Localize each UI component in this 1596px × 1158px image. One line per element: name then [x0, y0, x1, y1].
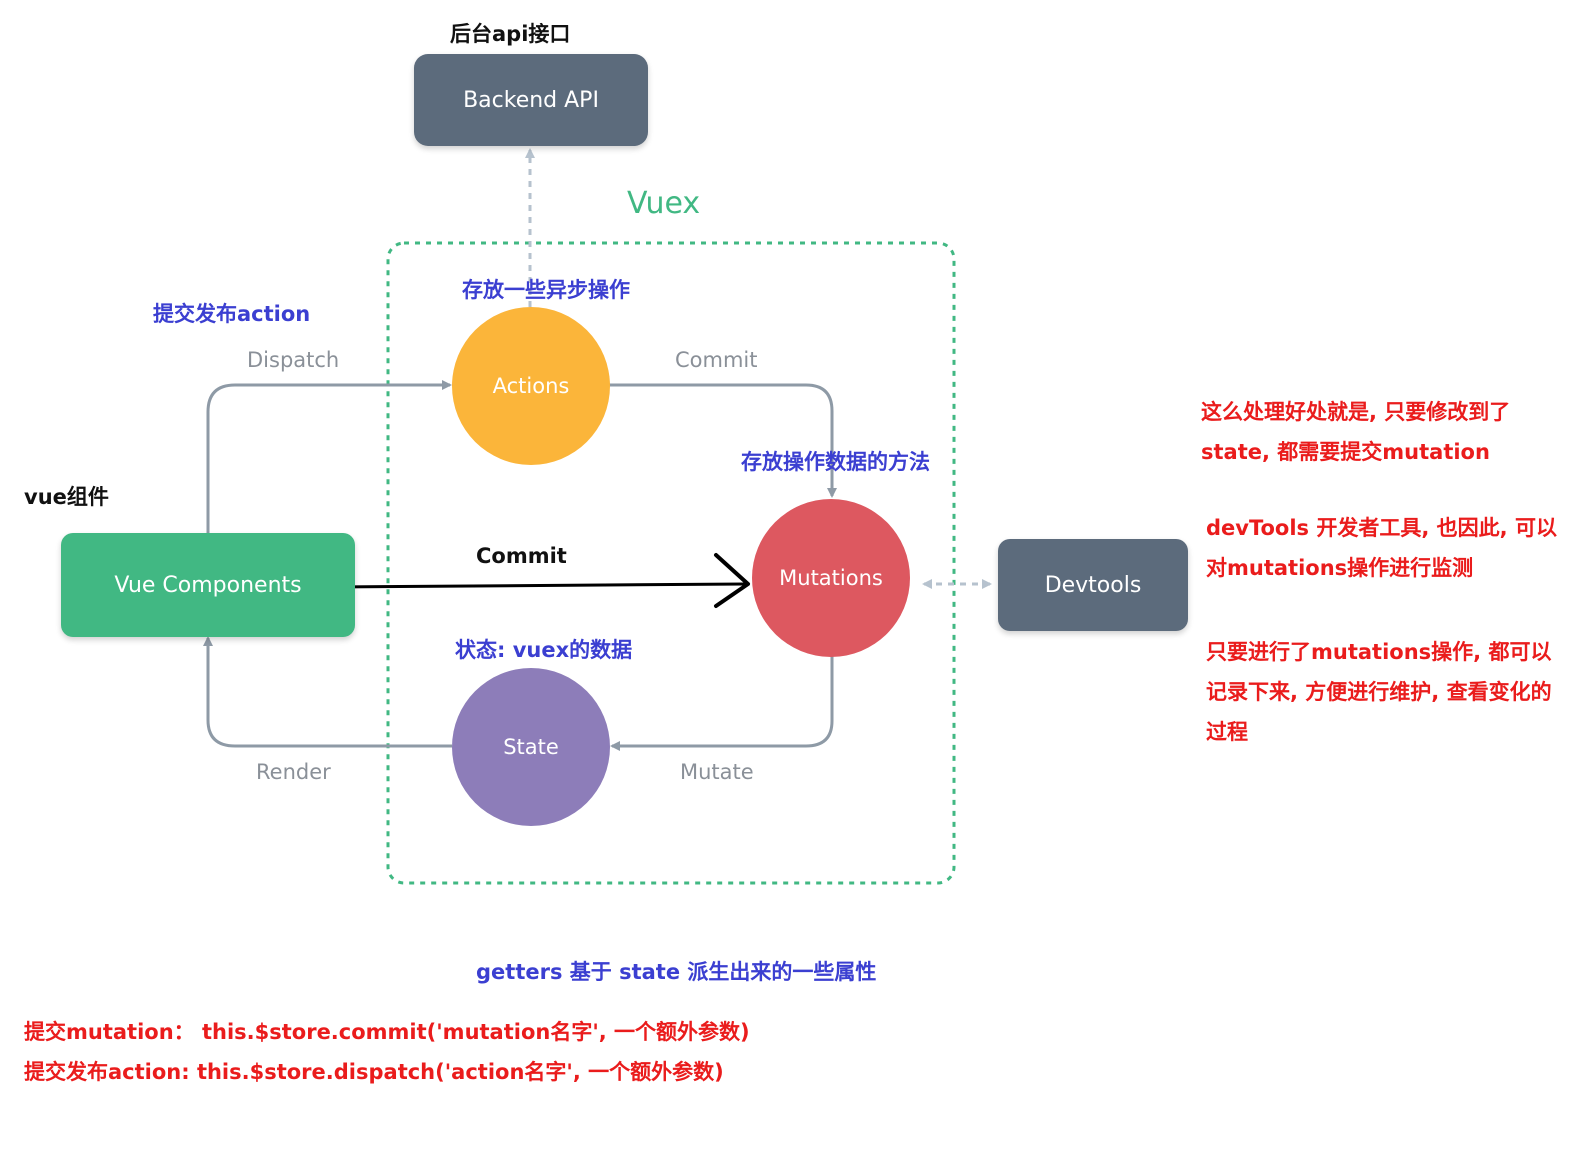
mutations-cn-label: 存放操作数据的方法 [741, 450, 930, 474]
vuex-title: Vuex [627, 186, 701, 221]
state-cn-label: 状态: vuex的数据 [455, 638, 633, 662]
devtools-box: Devtools [998, 539, 1188, 631]
commit-top-label: Commit [675, 348, 758, 372]
commit-direct-label: Commit [476, 544, 567, 568]
render-arrow [203, 636, 452, 748]
dispatch-label: Dispatch [247, 348, 340, 372]
dispatch-arrow [206, 380, 452, 533]
backend-cn-label: 后台api接口 [450, 22, 571, 46]
backend-api-label: Backend API [463, 87, 599, 113]
mutations-node: Mutations [752, 499, 910, 657]
commit-usage-note: 提交mutation： this.$store.commit('mutation… [24, 1020, 750, 1044]
right-note-2-line-2: 对mutations操作进行监测 [1206, 556, 1474, 580]
mutations-label: Mutations [779, 566, 883, 590]
mutate-arrow [610, 655, 834, 751]
dispatch-cn-label: 提交发布action [153, 302, 311, 326]
right-note-3-line-1: 只要进行了mutations操作, 都可以 [1206, 640, 1552, 664]
state-node: State [452, 668, 610, 826]
commit-arrow [608, 383, 837, 498]
actions-label: Actions [492, 374, 570, 398]
render-label: Render [256, 760, 331, 784]
state-label: State [503, 735, 559, 759]
devtools-label: Devtools [1044, 572, 1142, 598]
actions-node: Actions [452, 307, 610, 465]
right-note-1-line-2: state, 都需要提交mutation [1201, 440, 1490, 464]
right-note-3-line-2: 记录下来, 方便进行维护, 查看变化的 [1206, 680, 1552, 704]
vue-components-box: Vue Components [61, 533, 355, 637]
mutate-label: Mutate [680, 760, 754, 784]
dispatch-usage-note: 提交发布action: this.$store.dispatch('action… [24, 1060, 724, 1084]
getters-note: getters 基于 state 派生出来的一些属性 [476, 960, 877, 984]
right-note-2-line-1: devTools 开发者工具, 也因此, 可以 [1206, 516, 1557, 540]
vuex-container-border [386, 241, 956, 885]
vue-component-cn-label: vue组件 [24, 485, 109, 509]
right-note-1: 这么处理好处就是, 只要修改到了 state, 都需要提交mutation [1201, 392, 1510, 472]
actions-cn-label: 存放一些异步操作 [462, 278, 630, 302]
right-note-3: 只要进行了mutations操作, 都可以 记录下来, 方便进行维护, 查看变化… [1206, 632, 1552, 752]
right-note-2: devTools 开发者工具, 也因此, 可以 对mutations操作进行监测 [1206, 508, 1557, 588]
direct-commit-line [331, 582, 747, 589]
direct-commit-arrowhead [714, 553, 750, 608]
right-note-3-line-3: 过程 [1206, 720, 1248, 744]
vue-components-label: Vue Components [114, 572, 302, 598]
backend-api-box: Backend API [414, 54, 648, 146]
right-note-1-line-1: 这么处理好处就是, 只要修改到了 [1201, 400, 1511, 424]
